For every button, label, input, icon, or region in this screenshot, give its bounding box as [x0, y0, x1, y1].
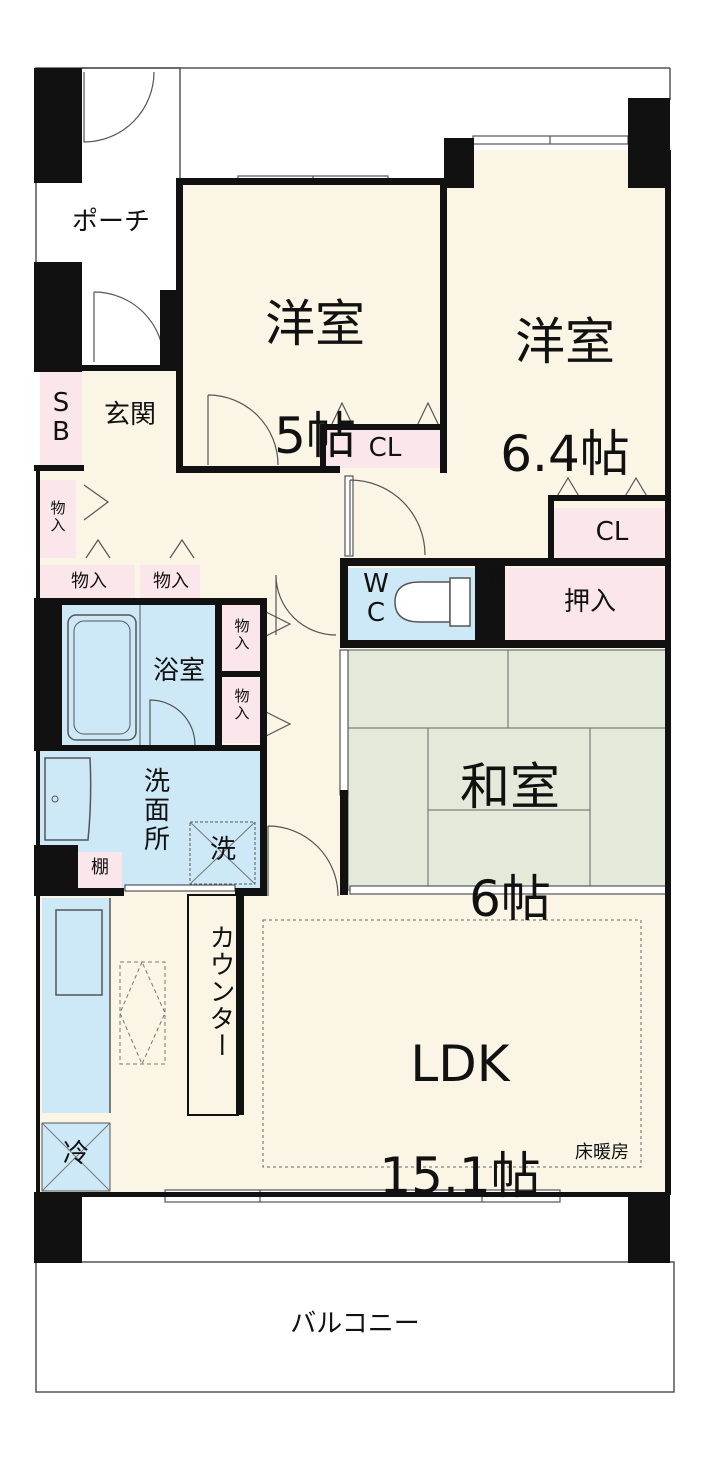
room-western-6-size: 6.4帖: [500, 425, 630, 483]
tatami-lines: [348, 650, 668, 890]
toilet-bowl: [394, 581, 451, 623]
counter-wall: [236, 895, 244, 1115]
floor-western-6: [445, 150, 670, 495]
room-ldk-size: 15.1帖: [379, 1147, 541, 1205]
shelf-wash-floor: [78, 852, 122, 888]
room-japanese-label: 和室 6帖: [440, 703, 580, 927]
oshiire-label: 押入: [563, 587, 616, 617]
closet-5-label: CL: [368, 433, 402, 463]
room-ldk-label: LDK 15.1帖: [365, 980, 555, 1204]
basin-drain: [51, 795, 59, 803]
storage-label-1: 物 入: [50, 499, 66, 534]
storage-label-4: 物 入: [234, 617, 250, 652]
storage-1-floor: [40, 480, 76, 558]
closet-6-label: CL: [595, 517, 629, 547]
washer-cross: [189, 821, 256, 885]
cl-5-floor: [325, 428, 443, 468]
storage-4-floor: [222, 605, 262, 671]
room-western-6-label: 洋室 6.4帖: [480, 258, 650, 482]
storage-label-5: 物 入: [234, 687, 250, 722]
room-western-5-name: 洋室: [265, 295, 365, 353]
shelf-wc-label: 棚: [487, 568, 505, 584]
storage-label-3: 物入: [153, 571, 189, 592]
door-swings: [83, 71, 426, 897]
storage-2-floor: [40, 565, 135, 600]
sb-floor: [40, 370, 82, 470]
toilet-tank: [449, 577, 471, 627]
room-japanese-name: 和室: [460, 758, 560, 816]
room-western-5-size: 5帖: [274, 407, 356, 465]
bath-label: 浴室: [152, 656, 205, 686]
storage-3-floor: [140, 565, 200, 600]
balcony-label: バルコニー: [290, 1309, 420, 1339]
storage-label-2: 物入: [71, 571, 107, 592]
closet-hangers: [83, 401, 649, 737]
balcony-area: [35, 1261, 675, 1393]
room-ldk-name: LDK: [410, 1035, 510, 1093]
counter-label: カウンター: [205, 924, 235, 1059]
room-western-6-name: 洋室: [515, 313, 615, 371]
shelf-wash-label: 棚: [91, 857, 109, 878]
storage-5-floor: [222, 678, 262, 743]
fridge-label: 冷: [62, 1139, 89, 1169]
porch-label: ポーチ: [71, 207, 150, 237]
shoebox-label: S B: [52, 388, 70, 448]
floor-heating-label: 床暖房: [575, 1142, 629, 1163]
bathtub: [67, 614, 137, 741]
floor-western-5: [180, 180, 445, 470]
counter-box: [187, 894, 239, 1116]
floor-entrance: [80, 370, 180, 470]
kitchen-sink: [55, 909, 103, 996]
cl-6-floor: [553, 508, 669, 558]
outer-frame: [36, 470, 40, 1195]
oshiire-floor: [505, 568, 670, 646]
walls: [34, 68, 671, 1263]
entrance-label: 玄関: [103, 400, 156, 430]
toilet-label: W C: [363, 569, 389, 629]
washroom-label: 洗 面 所: [143, 767, 170, 856]
bathtub-inner: [73, 620, 131, 735]
washer-label: 洗: [209, 835, 236, 865]
floor-heating-area: [262, 919, 642, 1168]
range-hood: [119, 960, 166, 1066]
room-japanese-size: 6帖: [469, 870, 551, 928]
room-western-5-label: 洋室 5帖: [245, 240, 385, 464]
wash-basin: [44, 757, 92, 841]
fridge-cross: [41, 1122, 111, 1192]
